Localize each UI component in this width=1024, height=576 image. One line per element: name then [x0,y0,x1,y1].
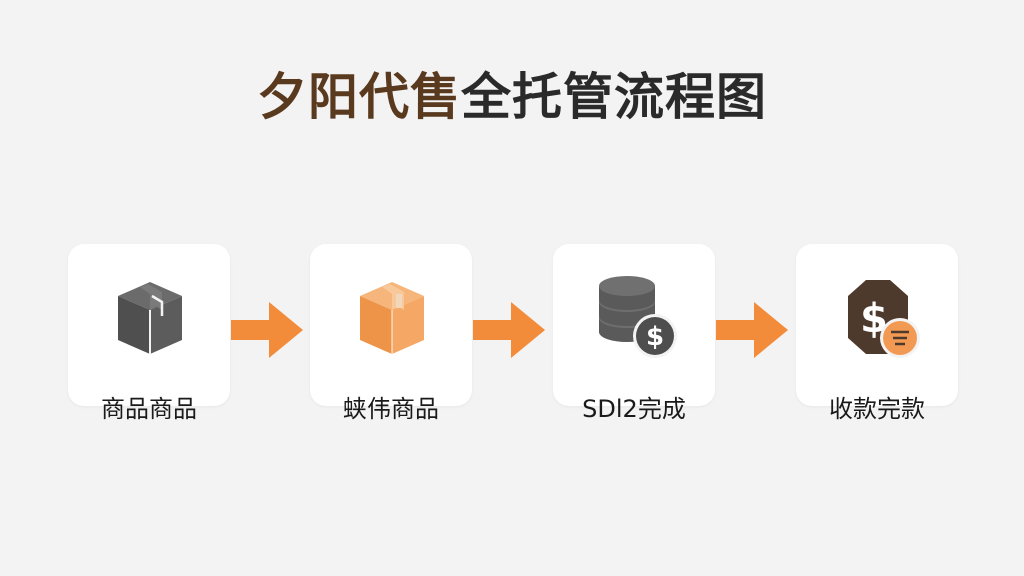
arrow-right-icon [714,300,790,360]
step-card-3: $ [553,244,715,406]
step-label-3: SDl2完成 [582,395,686,423]
step-label-4: 收款完款 [829,395,925,423]
step-card-1 [68,244,230,406]
step-card-4: $ [796,244,958,406]
arrow-right-icon [229,300,305,360]
title-part-process: 全托管流程图 [461,68,767,126]
arrow-right-icon [471,300,547,360]
step-label-1: 商品商品 [101,395,197,423]
step-label-2: 蛱伟商品 [343,395,439,423]
svg-text:$: $ [646,322,664,352]
title-part-brand: 夕阳代售 [257,68,461,126]
payment-dollar-icon: $ [828,266,928,366]
coins-dollar-icon: $ [585,266,685,366]
open-box-icon [342,266,442,366]
step-card-2 [310,244,472,406]
box-icon [100,266,200,366]
page-title: 夕阳代售全托管流程图 [0,62,1024,132]
